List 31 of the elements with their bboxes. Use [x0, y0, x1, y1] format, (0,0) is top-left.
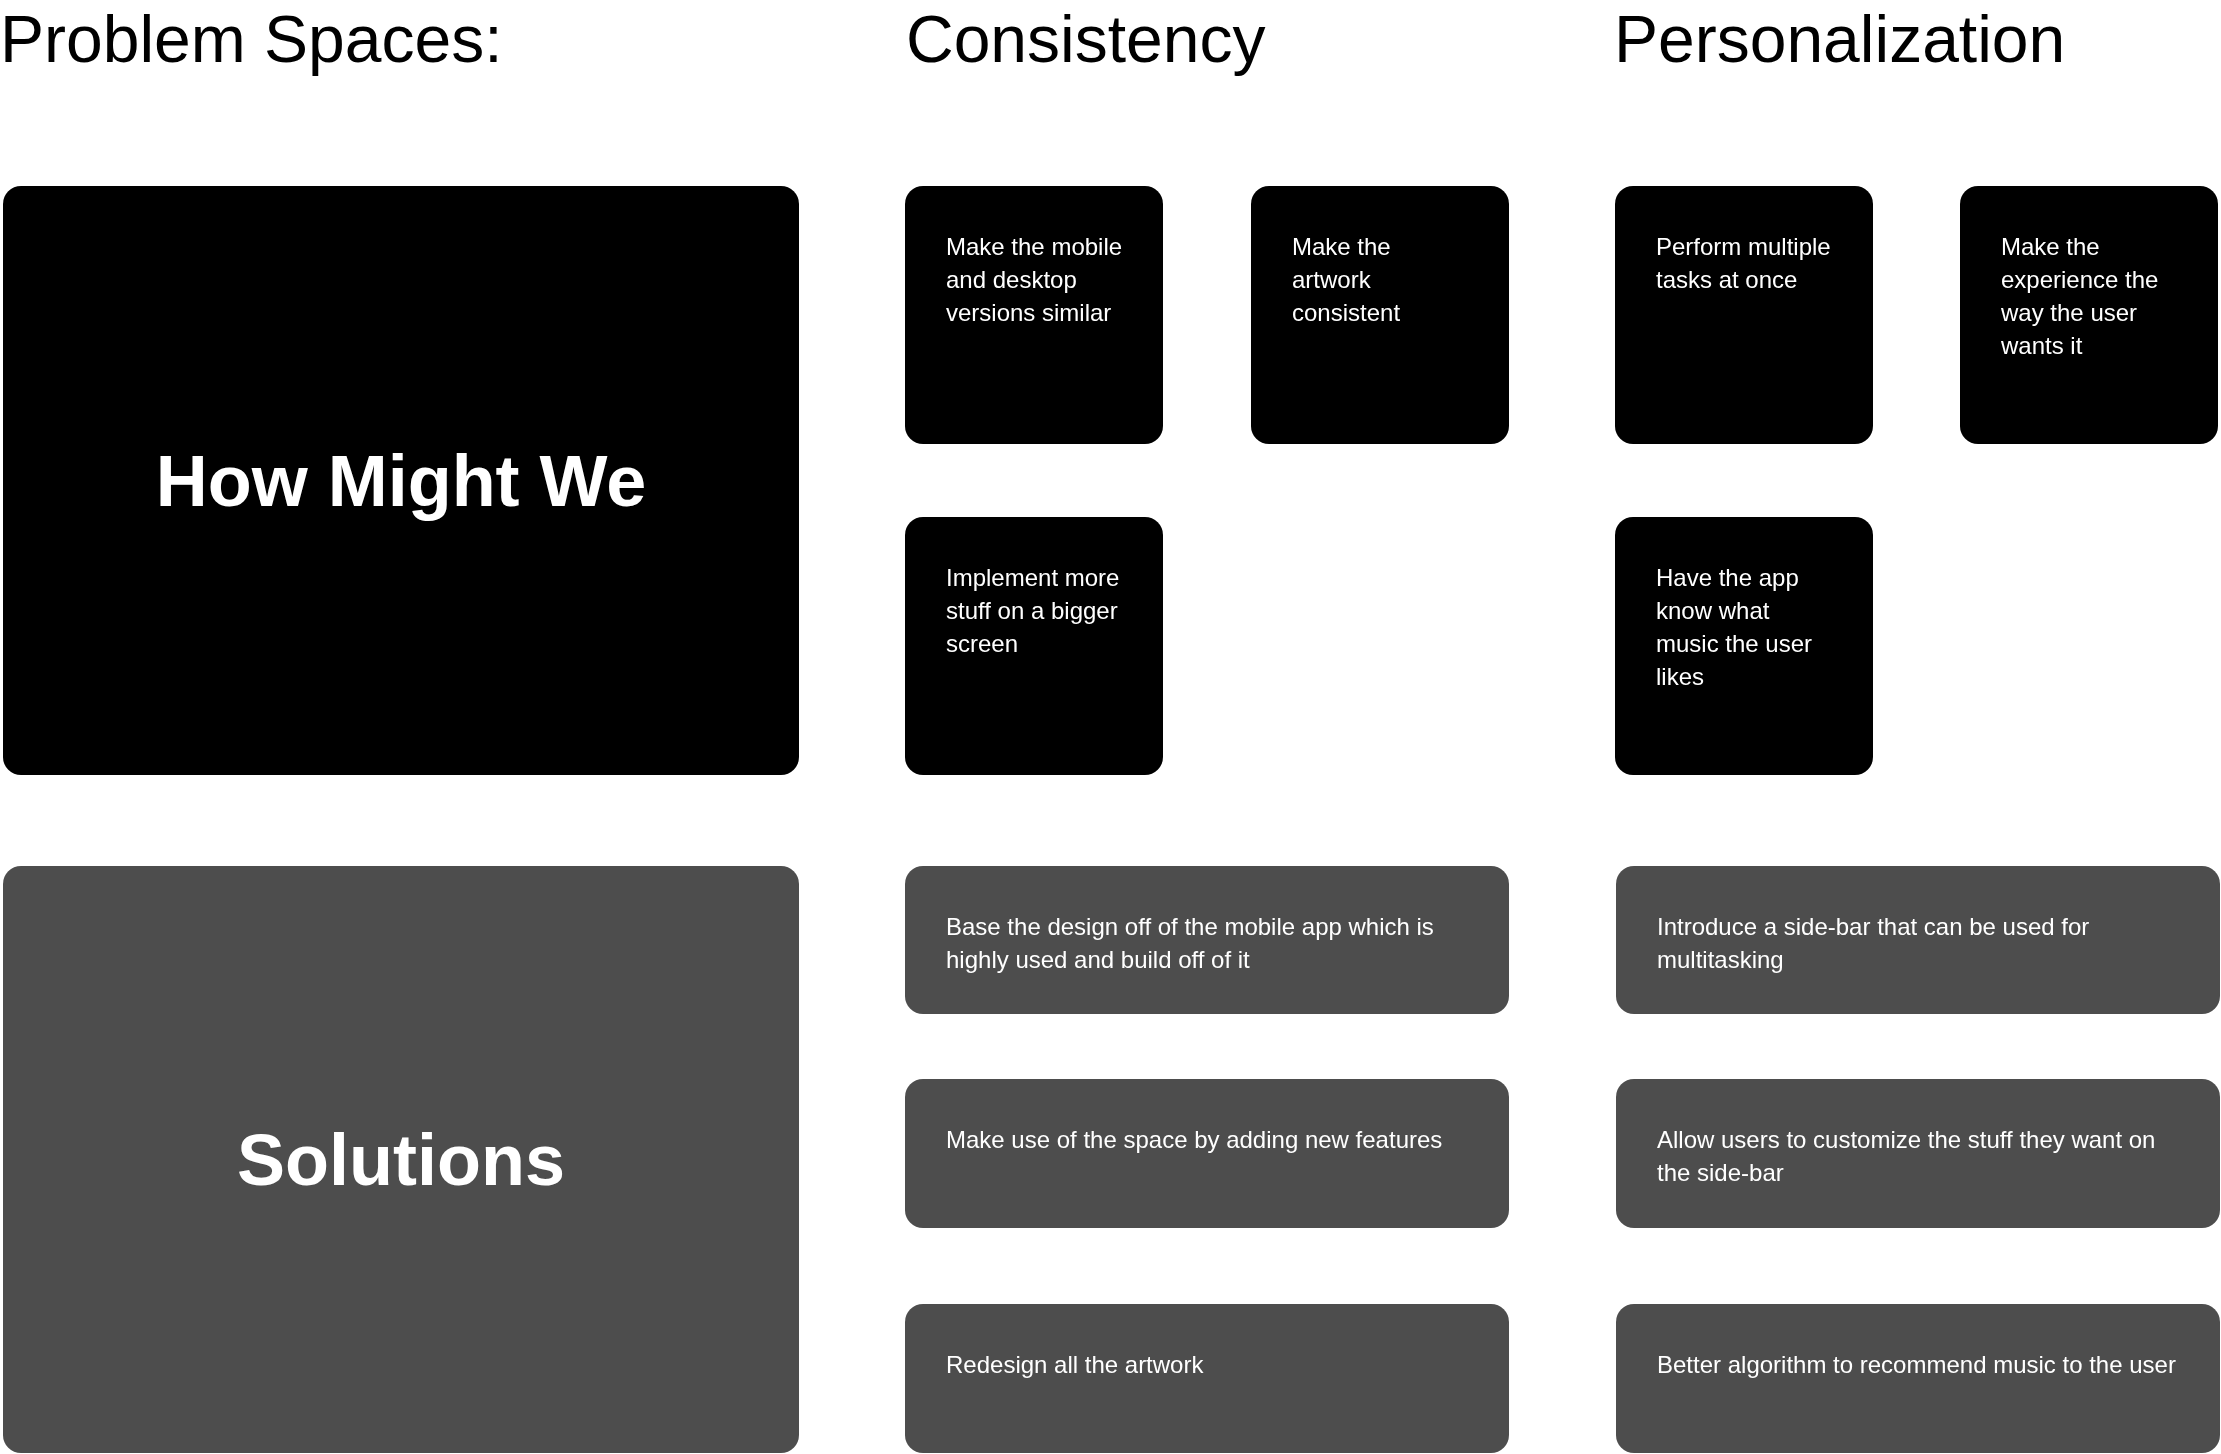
card-text: Base the design off of the mobile app which is highly used and build off of it [946, 912, 1435, 975]
problem-card [905, 186, 1163, 444]
section-title: Solutions [237, 1118, 565, 1201]
solution-card [905, 1079, 1509, 1228]
problem-card [905, 517, 1163, 775]
column-heading: Personalization [1614, 1, 2066, 78]
card-text: Introduce a side-bar that can be used for multitasking [1657, 912, 2091, 975]
section-title: How Might We [155, 439, 647, 522]
card-text: Have the app know what music the user likes [1656, 563, 1814, 692]
section-card [3, 186, 799, 775]
card-text: Make the experience the way the user wants it [2001, 232, 2160, 361]
card-text: Make use of the space by adding new features [946, 1125, 1443, 1155]
solution-card [1616, 866, 2220, 1014]
column-heading: Consistency [906, 1, 1266, 78]
problem-card [1960, 186, 2218, 444]
section-card [3, 866, 799, 1453]
solution-card [1616, 1079, 2220, 1228]
row-heading: Problem Spaces: [0, 1, 503, 78]
solution-card [905, 1304, 1509, 1453]
card-text: Redesign all the artwork [946, 1350, 1204, 1380]
solution-card [1616, 1304, 2220, 1453]
card-text: Allow users to customize the stuff they want on the side-bar [1657, 1125, 2157, 1188]
problem-card [1251, 186, 1509, 444]
problem-card [1615, 186, 1873, 444]
card-text: Make the mobile and desktop versions similar [946, 232, 1124, 328]
solution-card [905, 866, 1509, 1014]
card-text: Implement more stuff on a bigger screen [946, 563, 1121, 659]
problem-card [1615, 517, 1873, 775]
card-text: Better algorithm to recommend music to the user [1657, 1350, 2176, 1380]
card-text: Perform multiple tasks at once [1656, 232, 1832, 295]
card-text: Make the artwork consistent [1292, 232, 1402, 328]
